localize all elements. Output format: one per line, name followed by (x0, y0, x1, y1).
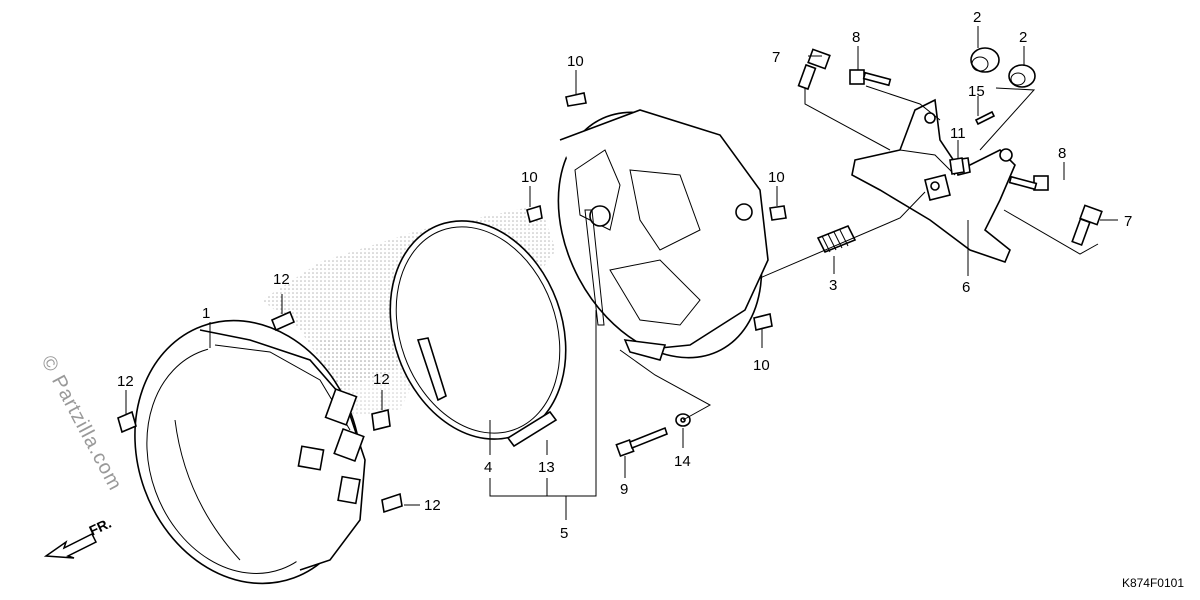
callout-3: 3 (829, 277, 837, 294)
callout-12d: 12 (424, 497, 441, 514)
callout-2a: 2 (973, 9, 981, 26)
callout-10d: 10 (753, 357, 770, 374)
callout-8a: 8 (852, 29, 860, 46)
callout-4: 4 (484, 459, 492, 476)
callout-14: 14 (674, 453, 691, 470)
callout-13: 13 (538, 459, 555, 476)
callout-5: 5 (560, 525, 568, 542)
front-direction-indicator: FR. (40, 512, 130, 572)
callout-12a: 12 (273, 271, 290, 288)
callout-12c: 12 (373, 371, 390, 388)
callout-1: 1 (202, 305, 210, 322)
drawing-code: K874F0101 (1121, 576, 1184, 590)
callout-9: 9 (620, 481, 628, 498)
callout-6: 6 (962, 279, 970, 296)
rubber-bushings (970, 47, 1036, 88)
leader-lines (125, 26, 1118, 520)
callout-7b: 7 (1124, 213, 1132, 230)
headlight-unit (134, 319, 366, 585)
spring (816, 224, 857, 254)
front-direction-label: FR. (87, 515, 114, 539)
callout-8b: 8 (1058, 145, 1066, 162)
callout-12b: 12 (117, 373, 134, 390)
fasteners (117, 48, 1103, 514)
callout-10c: 10 (768, 169, 785, 186)
callout-10a: 10 (567, 53, 584, 70)
headlight-bracket (851, 98, 1016, 263)
front-arrow-icon (43, 532, 98, 559)
headlight-case (557, 109, 769, 361)
callouts: 1 2 2 3 4 5 6 7 7 8 8 9 10 10 10 10 11 1… (117, 9, 1132, 542)
callout-10b: 10 (521, 169, 538, 186)
callout-15: 15 (968, 83, 985, 100)
callout-2b: 2 (1019, 29, 1027, 46)
headlight-rim-ring (389, 220, 567, 448)
callout-7a: 7 (772, 49, 780, 66)
callout-11: 11 (950, 125, 966, 142)
